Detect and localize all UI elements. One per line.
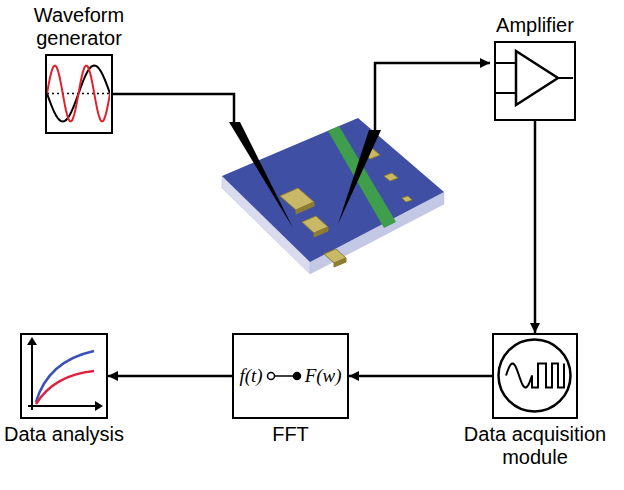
output-box: Data analysis: [4, 333, 124, 446]
node-label: FFT: [272, 423, 309, 446]
instrument-box: Data acquisition module: [460, 333, 610, 469]
transform-link: [266, 369, 302, 383]
flow-arrow: [108, 375, 232, 378]
function-symbol: F(w): [305, 365, 342, 387]
node-label: Amplifier: [496, 14, 574, 37]
node-box: f(t) F(w): [232, 333, 349, 419]
node-box: [494, 41, 576, 121]
function-symbol: f(t): [239, 365, 262, 387]
node-box: [492, 333, 578, 419]
amp-icon: [496, 43, 573, 118]
node-box: [45, 54, 113, 134]
probe-needle: [229, 122, 293, 228]
flow-arrow: [534, 121, 537, 333]
node-label: Data acquisition module: [460, 423, 610, 469]
probe-needle: [338, 130, 381, 224]
process-box: f(t) F(w) FFT: [232, 333, 349, 446]
node-label: Data analysis: [4, 423, 124, 446]
node-box: [20, 333, 108, 419]
daq-icon: [494, 335, 575, 416]
contact-pads: [280, 148, 412, 267]
sample-chip: [222, 118, 444, 274]
flow-arrow: [349, 375, 492, 378]
plot-icon: [22, 335, 105, 416]
instrument-box: Amplifier: [494, 14, 576, 121]
node-label: Waveform generator: [4, 4, 154, 50]
wave-icon: [47, 56, 110, 131]
instrument-box: Waveform generator: [4, 4, 154, 134]
probe-wires: [86, 63, 490, 228]
